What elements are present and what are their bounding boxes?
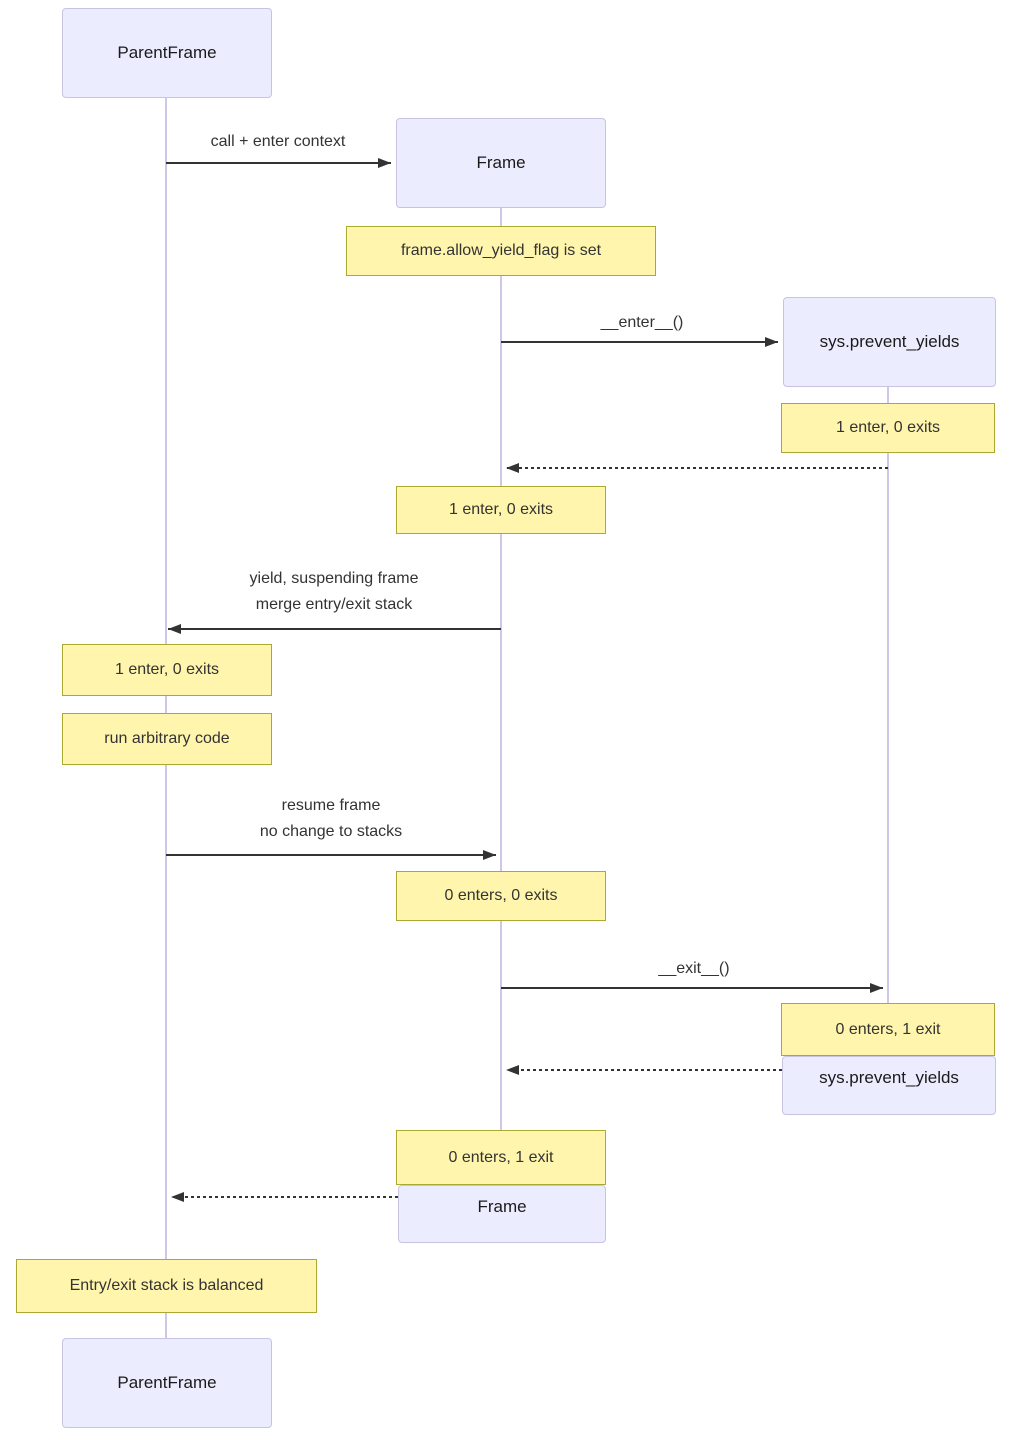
participant-label: sys.prevent_yields <box>819 332 960 351</box>
participant-label: ParentFrame <box>117 1373 217 1392</box>
message-label-line1: yield, suspending frame <box>249 570 419 587</box>
participant-label: Frame <box>477 1197 527 1216</box>
message-label-resume-frame: resume frame no change to stacks <box>260 793 402 845</box>
note-frame-0-enters-0-exits: 0 enters, 0 exits <box>396 871 606 921</box>
note-frame-allow-yield-flag: frame.allow_yield_flag is set <box>346 226 656 276</box>
participant-parentframe-bottom: ParentFrame <box>62 1338 272 1428</box>
participant-label: sys.prevent_yields <box>819 1068 959 1087</box>
message-label-exit-dunder: __exit__() <box>658 960 730 977</box>
participant-frame-end: Frame <box>398 1185 606 1243</box>
participant-label: Frame <box>476 153 526 172</box>
note-sys-0-enters-1-exit: 0 enters, 1 exit <box>781 1003 995 1056</box>
message-label-line1: resume frame <box>281 797 381 814</box>
participant-frame-top: Frame <box>396 118 606 208</box>
note-sys-1-enter-0-exits: 1 enter, 0 exits <box>781 403 995 453</box>
message-label-line2: merge entry/exit stack <box>255 596 413 613</box>
participant-label: ParentFrame <box>117 43 217 62</box>
note-frame-0-enters-1-exit: 0 enters, 1 exit <box>396 1130 606 1185</box>
lifeline-frame <box>500 208 502 1185</box>
note-parent-1-enter-0-exits: 1 enter, 0 exits <box>62 644 272 696</box>
note-run-arbitrary-code: run arbitrary code <box>62 713 272 765</box>
message-label-line2: no change to stacks <box>259 823 403 840</box>
note-frame-1-enter-0-exits: 1 enter, 0 exits <box>396 486 606 534</box>
participant-sys-prevent-yields-top: sys.prevent_yields <box>783 297 996 387</box>
participant-sys-prevent-yields-end: sys.prevent_yields <box>782 1056 996 1115</box>
lifeline-sys-prevent-yields <box>887 387 889 1056</box>
participant-parentframe-top: ParentFrame <box>62 8 272 98</box>
message-label-enter-dunder: __enter__() <box>600 314 684 331</box>
message-label-call-enter-context: call + enter context <box>210 133 346 150</box>
message-label-yield-suspend: yield, suspending frame merge entry/exit… <box>250 566 419 618</box>
note-entry-exit-stack-balanced: Entry/exit stack is balanced <box>16 1259 317 1313</box>
